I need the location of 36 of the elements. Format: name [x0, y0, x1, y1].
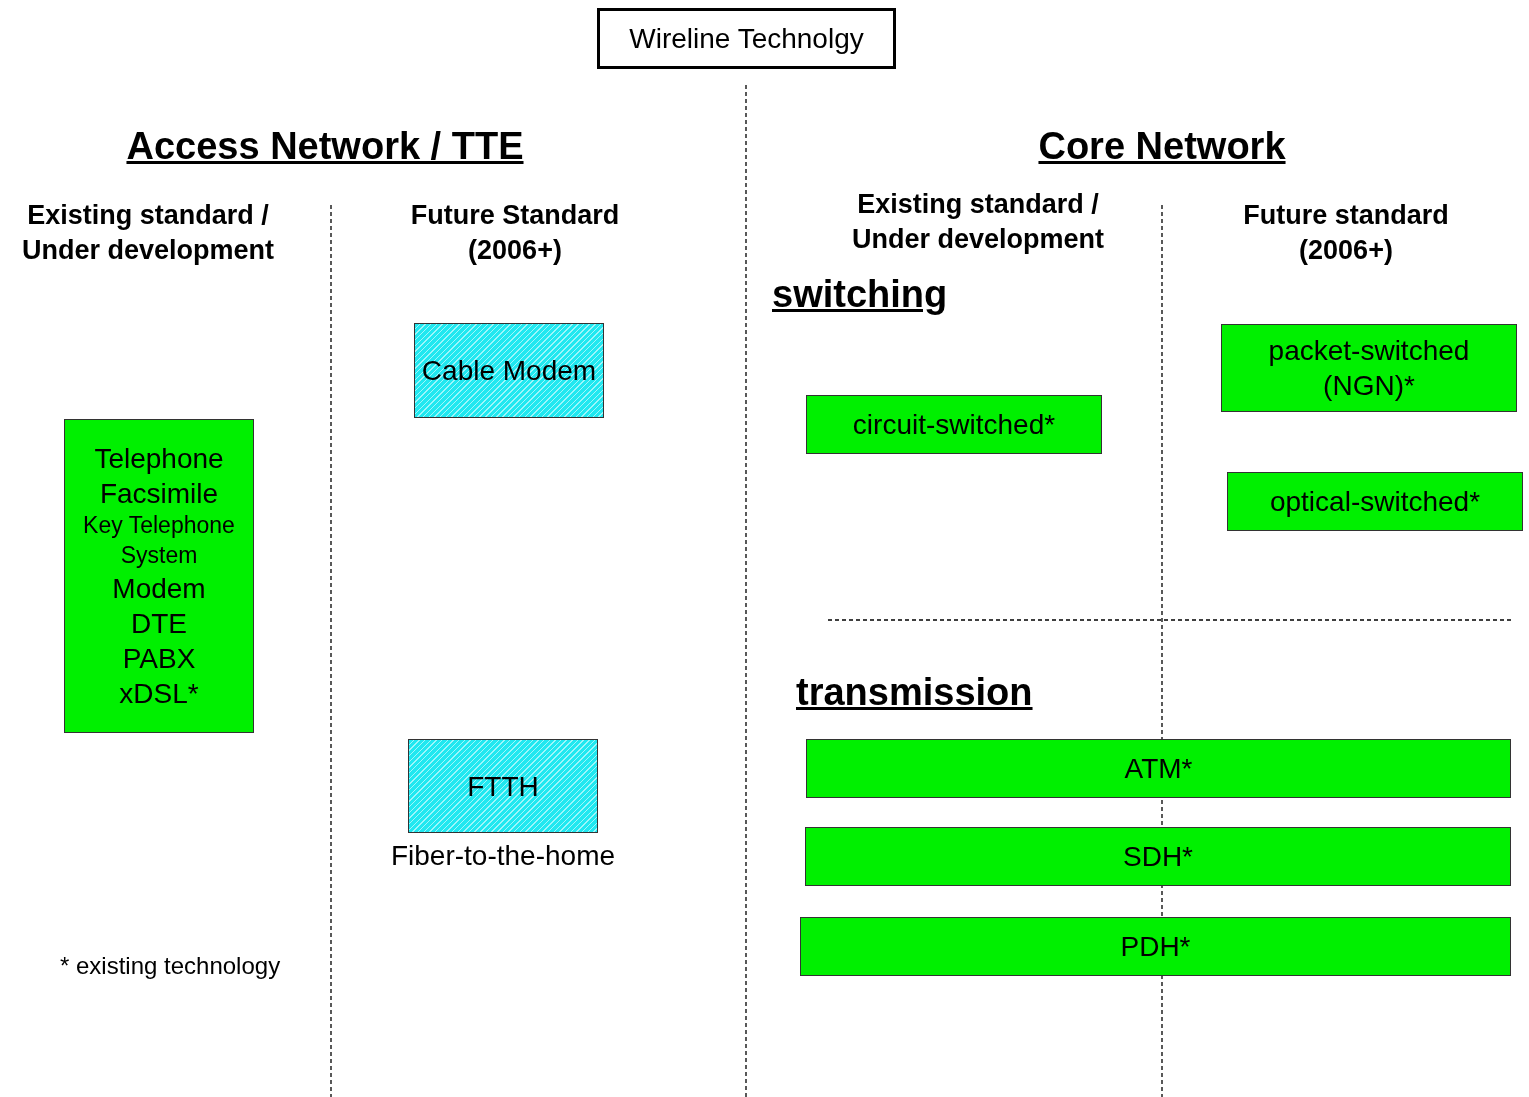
box-text: Modem — [111, 571, 207, 606]
technology-box — [408, 739, 598, 833]
box-text: Telephone — [93, 442, 225, 477]
technology-box — [1227, 472, 1523, 531]
column-heading: Existing standard / Under development — [20, 199, 275, 268]
box-text: Cable Modem — [420, 354, 598, 388]
box-text: Wireline Technolgy — [628, 22, 865, 56]
subsection-heading: transmission — [796, 670, 1033, 715]
box-text: optical-switched* — [1268, 485, 1482, 519]
technology-box — [1221, 324, 1517, 412]
footnote: * existing technology — [60, 951, 281, 981]
box-text: PABX — [121, 641, 197, 676]
box-text: SDH* — [1122, 840, 1194, 874]
box-text: Key Telephone System — [82, 511, 236, 570]
column-heading: Future standard (2006+) — [1242, 199, 1450, 268]
technology-box — [414, 323, 604, 418]
section-heading: Core Network — [1037, 124, 1287, 169]
node-caption: Fiber-to-the-home — [389, 840, 617, 872]
column-heading: Existing standard / Under development — [850, 188, 1105, 257]
section-heading: Access Network / TTE — [125, 124, 525, 169]
box-text: DTE — [130, 606, 188, 641]
technology-box — [806, 395, 1102, 454]
box-text: Facsimile — [98, 477, 220, 512]
technology-box — [64, 419, 254, 733]
technology-bar — [805, 827, 1511, 886]
technology-bar — [800, 917, 1511, 976]
box-text: ATM* — [1123, 752, 1194, 786]
box-text: packet-switched (NGN)* — [1267, 334, 1471, 403]
title-box — [597, 8, 896, 69]
box-text: PDH* — [1119, 930, 1192, 964]
box-text: circuit-switched* — [851, 408, 1057, 442]
box-text: FTTH — [466, 769, 540, 804]
box-text: xDSL* — [118, 676, 200, 711]
column-heading: Future Standard (2006+) — [409, 199, 621, 268]
technology-bar — [806, 739, 1511, 798]
subsection-heading: switching — [772, 272, 948, 317]
